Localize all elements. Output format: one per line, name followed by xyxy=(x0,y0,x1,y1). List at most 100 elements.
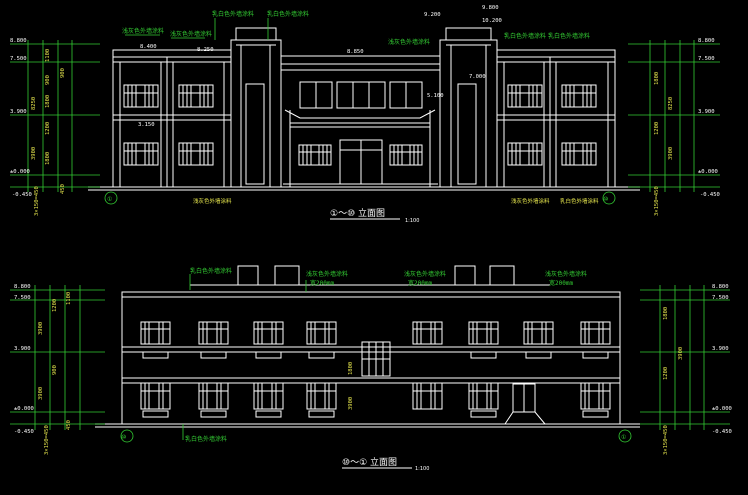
axis-marker-2-left xyxy=(120,429,134,443)
dims-left-1: 8.800 7.500 3.900 ±0.000 -0.450 1100 900… xyxy=(10,38,100,216)
dim-1200-r2: 1200 xyxy=(663,367,669,380)
label-g5: 浅灰色外墙涂料 xyxy=(388,38,430,46)
dim-450-l1: 450 xyxy=(60,184,66,194)
axis-marker-1-right xyxy=(602,191,616,205)
elev-000-l1: ±0.000 xyxy=(10,169,30,175)
dim-1800-r2: 1800 xyxy=(663,307,669,320)
dim-1800-r1: 1800 xyxy=(654,72,660,85)
dim-base-r2: 3×150=450 xyxy=(663,425,669,455)
elev-000-l2: ±0.000 xyxy=(14,406,34,412)
elev-045-l2: -0.450 xyxy=(14,429,34,435)
level-5100: 5.100 xyxy=(427,93,444,99)
elev-880-r1: 8.800 xyxy=(698,38,715,44)
left-tower xyxy=(230,39,282,188)
axis-label-2-right: ① xyxy=(621,434,626,441)
elev-045-l1: -0.450 xyxy=(12,192,32,198)
dim-total-r1: 8250 xyxy=(668,97,674,110)
dim-450-l2: 450 xyxy=(66,420,72,430)
material-labels-1: 乳白色外墙涂料 乳白色外墙涂料 浅灰色外墙涂料 浅灰色外墙涂料 浅灰色外墙涂料 … xyxy=(122,10,599,205)
left-wing xyxy=(112,49,232,188)
label2-g5: 乳白色外墙涂料 xyxy=(185,435,227,443)
elev-390-r2: 3.900 xyxy=(712,346,729,352)
elev-750-r2: 7.500 xyxy=(712,295,729,301)
elev-750-l1: 7.500 xyxy=(10,56,27,62)
label-y3: 乳白色外墙涂料 xyxy=(560,197,599,205)
axis-label-1-left: ① xyxy=(107,196,112,203)
note-w200-3: 宽200mm xyxy=(549,279,573,287)
drawing-title-2: ⑩～① 立面图 xyxy=(342,456,397,468)
sills-upper-2 xyxy=(142,351,609,359)
centre-block xyxy=(280,55,441,188)
elev-390-r1: 3.900 xyxy=(698,109,715,115)
elev-880-l1: 8.800 xyxy=(10,38,27,44)
windows-centre xyxy=(298,144,423,166)
level-10200: 10.200 xyxy=(482,18,502,24)
elev-880-r2: 8.800 xyxy=(712,284,729,290)
dims-left-2: 8.800 7.500 3.900 ±0.000 -0.450 3900 390… xyxy=(10,284,105,455)
dim-3900-l1: 3900 xyxy=(31,147,37,160)
dim-1200-l1: 1200 xyxy=(45,122,51,135)
roof-vent-3 xyxy=(454,265,476,286)
dim-3900a-l2: 3900 xyxy=(38,322,44,335)
elev-000-r1: ±0.000 xyxy=(698,169,718,175)
dim-1200-l2: 1200 xyxy=(52,299,58,312)
axis-marker-2-right xyxy=(618,429,632,443)
elevation-2: 8.800 7.500 3.900 ±0.000 -0.450 3900 390… xyxy=(10,265,732,472)
roof-vent-2 xyxy=(274,265,300,286)
label-y2: 浅灰色外墙涂料 xyxy=(511,197,550,205)
dim-base-l1: 3×150=450 xyxy=(34,186,40,216)
right-tower xyxy=(439,39,498,188)
label-g1: 乳白色外墙涂料 xyxy=(212,10,254,18)
dims-right-1: 8.800 7.500 3.900 ±0.000 -0.450 1800 120… xyxy=(628,38,720,216)
drawing-scale-1: 1:100 xyxy=(405,218,419,224)
label-g6: 乳白色外墙涂料 xyxy=(504,32,546,40)
dims-right-2: 8.800 7.500 3.900 ±0.000 -0.450 1800 120… xyxy=(640,284,732,455)
rear-block xyxy=(121,291,621,425)
label-g2: 乳白色外墙涂料 xyxy=(267,10,309,18)
windows-upper-2 xyxy=(140,321,611,345)
level-3150: 3.150 xyxy=(138,122,155,128)
roof-vent-4 xyxy=(489,265,515,286)
dim-1100-l2: 1100 xyxy=(66,292,72,305)
label-y1: 浅灰色外墙涂料 xyxy=(193,197,232,205)
label-g3: 浅灰色外墙涂料 xyxy=(122,27,164,35)
elev-390-l1: 3.900 xyxy=(10,109,27,115)
elev-390-l2: 3.900 xyxy=(14,346,31,352)
sills-lower-2 xyxy=(142,410,609,418)
axis-marker-1-left xyxy=(104,191,118,205)
dim-900b-l1: 900 xyxy=(60,68,66,78)
windows-lower-2 xyxy=(140,382,611,410)
elev-750-l2: 7.500 xyxy=(14,295,31,301)
level-9800: 9.800 xyxy=(482,5,499,11)
elev-880-l2: 8.800 xyxy=(14,284,31,290)
level-8400: 8.400 xyxy=(140,44,157,50)
elev-000-r2: ±0.000 xyxy=(712,406,732,412)
material-labels-2: 乳白色外墙涂料 浅灰色外墙涂料 宽200mm 浅灰色外墙涂料 宽200mm 浅灰… xyxy=(182,267,587,443)
elevation-1: 8.800 7.500 3.900 ±0.000 -0.450 1100 900… xyxy=(10,5,720,224)
dim-base-l2: 3×150=450 xyxy=(44,425,50,455)
drawing-title-1: ①～⑩ 立面图 xyxy=(330,207,385,219)
label2-g3: 浅灰色外墙涂料 xyxy=(404,270,446,278)
mid-dim-1800: 1800 xyxy=(348,362,354,375)
dim-1200-r1: 1200 xyxy=(654,122,660,135)
level-8850: 8.850 xyxy=(347,49,364,55)
level-9200: 9.200 xyxy=(424,12,441,18)
label2-g1: 乳白色外墙涂料 xyxy=(190,267,232,275)
label-g7: 乳白色外墙涂料 xyxy=(548,32,590,40)
dim-1100-l1: 1100 xyxy=(45,49,51,62)
elev-045-r2: -0.450 xyxy=(712,429,732,435)
window-mullions-left xyxy=(124,85,213,165)
windows-left-wing xyxy=(123,84,214,166)
dim-3900b-l2: 3900 xyxy=(38,387,44,400)
dim-900-l1: 900 xyxy=(45,75,51,85)
drawing-scale-2: 1:100 xyxy=(415,466,429,472)
dim-total-l1: 8250 xyxy=(31,97,37,110)
mid-dim-3900: 3900 xyxy=(348,397,354,410)
label2-g4: 浅灰色外墙涂料 xyxy=(545,270,587,278)
dim-1800-l1: 1800 xyxy=(45,95,51,108)
axis-label-2-left: ⑩ xyxy=(121,434,126,441)
roof-vent-1 xyxy=(237,265,259,286)
dim-3900-r1: 3900 xyxy=(668,147,674,160)
label2-g2: 浅灰色外墙涂料 xyxy=(306,270,348,278)
